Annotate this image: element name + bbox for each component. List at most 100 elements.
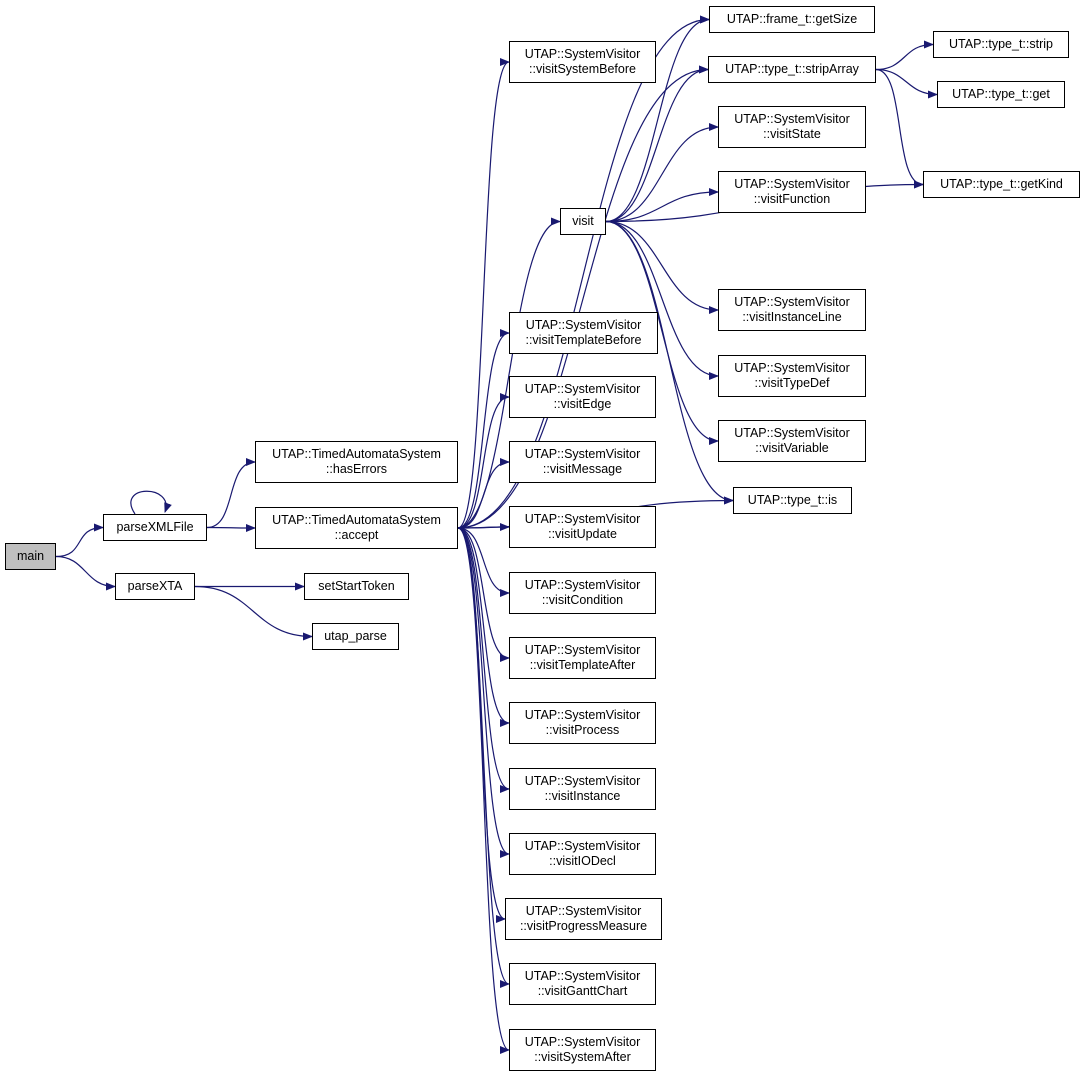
node-label: ::visitEdge bbox=[553, 397, 612, 411]
node-label: UTAP::TimedAutomataSystem bbox=[272, 447, 441, 461]
node-strip[interactable]: UTAP::type_t::strip bbox=[933, 31, 1069, 58]
node-accept[interactable]: UTAP::TimedAutomataSystem::accept bbox=[255, 507, 458, 549]
edge-main-to-parseXMLFile bbox=[55, 523, 104, 558]
node-label: ::visitSystemBefore bbox=[529, 62, 636, 76]
node-getKind[interactable]: UTAP::type_t::getKind bbox=[923, 171, 1080, 198]
node-label: UTAP::SystemVisitor bbox=[524, 1035, 641, 1049]
edge-parseXTA-to-utap_parse bbox=[194, 585, 313, 641]
node-label: UTAP::SystemVisitor bbox=[524, 382, 641, 396]
node-label: UTAP::SystemVisitor bbox=[524, 643, 641, 657]
node-label: parseXTA bbox=[127, 579, 183, 593]
node-hasErrors[interactable]: UTAP::TimedAutomataSystem::hasErrors bbox=[255, 441, 458, 483]
node-visitProgressMeasure[interactable]: UTAP::SystemVisitor::visitProgressMeasur… bbox=[505, 898, 662, 940]
edge-stripArray-to-type_get bbox=[875, 68, 938, 99]
node-visitState[interactable]: UTAP::SystemVisitor::visitState bbox=[718, 106, 866, 148]
node-label: UTAP::SystemVisitor bbox=[524, 578, 641, 592]
node-visitIODecl[interactable]: UTAP::SystemVisitor::visitIODecl bbox=[509, 833, 656, 875]
node-label: UTAP::SystemVisitor bbox=[524, 839, 641, 853]
node-visitUpdate[interactable]: UTAP::SystemVisitor::visitUpdate bbox=[509, 506, 656, 548]
edge-accept-to-visitEdge bbox=[457, 393, 510, 529]
edge-visit-to-visitState bbox=[605, 123, 719, 223]
node-visitCondition[interactable]: UTAP::SystemVisitor::visitCondition bbox=[509, 572, 656, 614]
edge-visit-to-visitFunction bbox=[605, 188, 719, 223]
node-label: ::visitCondition bbox=[541, 593, 624, 607]
node-label: ::visitTemplateBefore bbox=[525, 333, 642, 347]
edge-accept-to-visitSystemAfter bbox=[457, 527, 510, 1054]
node-parseXMLFile[interactable]: parseXMLFile bbox=[103, 514, 207, 541]
node-parseXTA[interactable]: parseXTA bbox=[115, 573, 195, 600]
node-visitEdge[interactable]: UTAP::SystemVisitor::visitEdge bbox=[509, 376, 656, 418]
edge-visit-to-stripArray bbox=[605, 65, 709, 223]
node-type_get[interactable]: UTAP::type_t::get bbox=[937, 81, 1065, 108]
node-label: UTAP::SystemVisitor bbox=[734, 112, 850, 126]
edge-accept-to-visitTemplateAfter bbox=[457, 527, 510, 662]
node-visitTemplateAfter[interactable]: UTAP::SystemVisitor::visitTemplateAfter bbox=[509, 637, 656, 679]
node-label: ::visitInstance bbox=[544, 789, 621, 803]
node-label: ::visitIODecl bbox=[549, 854, 616, 868]
node-label: UTAP::SystemVisitor bbox=[525, 904, 642, 918]
node-visitMessage[interactable]: UTAP::SystemVisitor::visitMessage bbox=[509, 441, 656, 483]
edge-main-to-parseXTA bbox=[55, 555, 116, 591]
node-utap_parse[interactable]: utap_parse bbox=[312, 623, 399, 650]
edge-stripArray-to-strip bbox=[875, 40, 934, 71]
node-visitVariable[interactable]: UTAP::SystemVisitor::visitVariable bbox=[718, 420, 866, 462]
node-label: ::visitTypeDef bbox=[754, 376, 830, 390]
edge-accept-to-visitMessage bbox=[457, 458, 510, 529]
edge-accept-to-visitTemplateBefore bbox=[457, 329, 510, 529]
node-label: ::visitSystemAfter bbox=[534, 1050, 631, 1064]
node-visitInstanceLine[interactable]: UTAP::SystemVisitor::visitInstanceLine bbox=[718, 289, 866, 331]
node-visit[interactable]: visit bbox=[560, 208, 606, 235]
node-label: ::visitGanttChart bbox=[537, 984, 628, 998]
node-label: ::visitFunction bbox=[753, 192, 831, 206]
node-label: UTAP::type_t::getKind bbox=[940, 177, 1063, 191]
node-label: ::visitTemplateAfter bbox=[529, 658, 636, 672]
node-visitTypeDef[interactable]: UTAP::SystemVisitor::visitTypeDef bbox=[718, 355, 866, 397]
edge-parseXMLFile-to-parseXMLFile bbox=[130, 490, 172, 515]
node-label: UTAP::type_t::stripArray bbox=[725, 62, 859, 76]
node-label: UTAP::SystemVisitor bbox=[524, 774, 641, 788]
node-visitSystemBefore[interactable]: UTAP::SystemVisitor::visitSystemBefore bbox=[509, 41, 656, 83]
node-setStartToken[interactable]: setStartToken bbox=[304, 573, 409, 600]
edge-accept-to-visitInstance bbox=[457, 527, 510, 793]
node-label: UTAP::SystemVisitor bbox=[524, 969, 641, 983]
node-visitProcess[interactable]: UTAP::SystemVisitor::visitProcess bbox=[509, 702, 656, 744]
node-label: ::visitMessage bbox=[542, 462, 623, 476]
node-visitInstance[interactable]: UTAP::SystemVisitor::visitInstance bbox=[509, 768, 656, 810]
node-label: ::visitInstanceLine bbox=[742, 310, 842, 324]
edge-accept-to-visitCondition bbox=[457, 527, 510, 597]
node-visitSystemAfter[interactable]: UTAP::SystemVisitor::visitSystemAfter bbox=[509, 1029, 656, 1071]
node-getSize[interactable]: UTAP::frame_t::getSize bbox=[709, 6, 875, 33]
edge-accept-to-visitUpdate bbox=[457, 523, 510, 532]
node-label: UTAP::frame_t::getSize bbox=[726, 12, 858, 26]
edge-stripArray-to-getKind bbox=[875, 68, 924, 189]
edge-accept-to-getSize bbox=[457, 15, 710, 529]
node-label: visit bbox=[572, 214, 594, 228]
node-label: UTAP::SystemVisitor bbox=[524, 47, 641, 61]
node-stripArray[interactable]: UTAP::type_t::stripArray bbox=[708, 56, 876, 83]
node-visitTemplateBefore[interactable]: UTAP::SystemVisitor::visitTemplateBefore bbox=[509, 312, 658, 354]
node-label: UTAP::type_t::is bbox=[747, 493, 838, 507]
node-label: UTAP::SystemVisitor bbox=[734, 361, 850, 375]
node-visitGanttChart[interactable]: UTAP::SystemVisitor::visitGanttChart bbox=[509, 963, 656, 1005]
node-label: UTAP::type_t::strip bbox=[949, 37, 1053, 51]
edge-accept-to-visit bbox=[457, 217, 561, 529]
node-label: ::visitState bbox=[763, 127, 821, 141]
node-label: ::hasErrors bbox=[325, 462, 388, 476]
node-label: ::accept bbox=[334, 528, 379, 542]
node-label: UTAP::SystemVisitor bbox=[734, 295, 850, 309]
node-label: utap_parse bbox=[324, 629, 387, 643]
node-label: parseXMLFile bbox=[116, 520, 194, 534]
node-label: UTAP::type_t::get bbox=[952, 87, 1050, 101]
node-visitFunction[interactable]: UTAP::SystemVisitor::visitFunction bbox=[718, 171, 866, 213]
node-label: UTAP::SystemVisitor bbox=[524, 708, 641, 722]
edge-parseXMLFile-to-accept bbox=[206, 523, 256, 532]
node-label: UTAP::SystemVisitor bbox=[524, 512, 641, 526]
node-label: UTAP::SystemVisitor bbox=[734, 426, 850, 440]
node-label: UTAP::TimedAutomataSystem bbox=[272, 513, 441, 527]
node-type_is[interactable]: UTAP::type_t::is bbox=[733, 487, 852, 514]
edge-parseXMLFile-to-hasErrors bbox=[206, 458, 256, 529]
edge-accept-to-visitGanttChart bbox=[457, 527, 510, 988]
edge-visit-to-type_is bbox=[605, 220, 734, 505]
node-label: ::visitVariable bbox=[755, 441, 829, 455]
edge-accept-to-visitSystemBefore bbox=[457, 58, 510, 529]
